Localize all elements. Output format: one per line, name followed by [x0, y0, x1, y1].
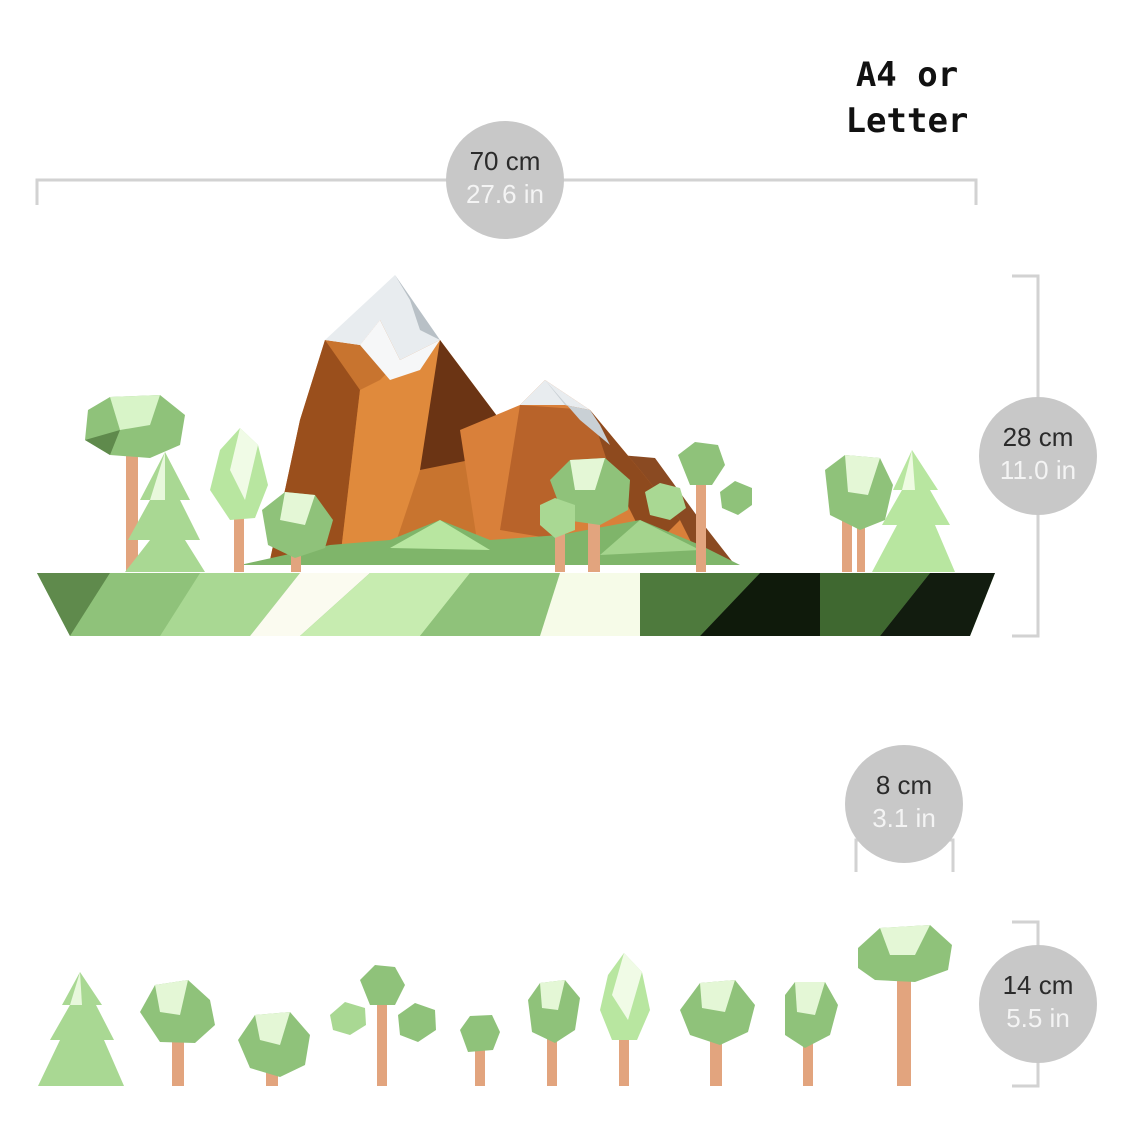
dimension-badge-width-tree: 8 cm 3.1 in: [845, 745, 963, 863]
height-tree-cm: 14 cm: [1002, 970, 1074, 1000]
height-main-cm: 28 cm: [1002, 422, 1074, 452]
low-poly-mountain-scene: [37, 275, 995, 636]
round-tree-icon: [680, 980, 755, 1086]
width-tree-cm: 8 cm: [875, 770, 933, 800]
width-main-cm: 70 cm: [469, 146, 541, 176]
round-tree-icon: [140, 980, 215, 1086]
dimension-badge-height-tree: 14 cm 5.5 in: [979, 945, 1097, 1063]
dimension-badge-width-main: 70 cm 27.6 in: [446, 121, 564, 239]
width-main-in: 27.6 in: [465, 179, 545, 209]
pine-tree-icon: [38, 972, 124, 1086]
dimension-badge-height-main: 28 cm 11.0 in: [979, 397, 1097, 515]
round-tree-icon: [460, 1015, 500, 1086]
round-tree-icon: [785, 982, 838, 1086]
paper-size-line-1: A4 or: [855, 55, 959, 95]
tall-tree-icon: [600, 953, 650, 1086]
width-tree-in: 3.1 in: [872, 803, 936, 833]
round-tree-icon: [238, 1012, 310, 1086]
paper-size-label: A4 or Letter: [822, 52, 992, 144]
paper-size-line-2: Letter: [845, 101, 969, 141]
round-tree-icon: [528, 980, 580, 1086]
tree-row: [38, 925, 952, 1086]
height-tree-in: 5.5 in: [1006, 1003, 1070, 1033]
branch-tree-icon: [330, 965, 436, 1086]
tall-tree-icon: [858, 925, 952, 1086]
height-main-in: 11.0 in: [999, 455, 1077, 485]
